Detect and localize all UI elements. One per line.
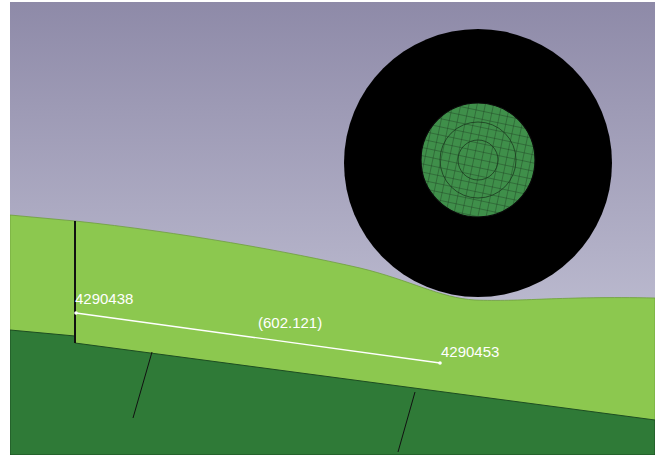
wheel-hub	[421, 103, 535, 217]
node-number: 4290453	[441, 343, 499, 360]
node-point	[438, 361, 442, 365]
node-number: 4290438	[75, 290, 133, 307]
dimension-value: (602.121)	[258, 314, 322, 331]
mesh-line	[133, 352, 152, 418]
tire	[344, 29, 612, 297]
dimension-line	[76, 313, 440, 363]
mesh-line	[398, 392, 415, 452]
boundary-line	[74, 221, 76, 343]
hub-mesh	[440, 122, 516, 198]
background	[10, 2, 655, 455]
hub-outline	[421, 103, 535, 217]
node-point	[74, 311, 78, 315]
